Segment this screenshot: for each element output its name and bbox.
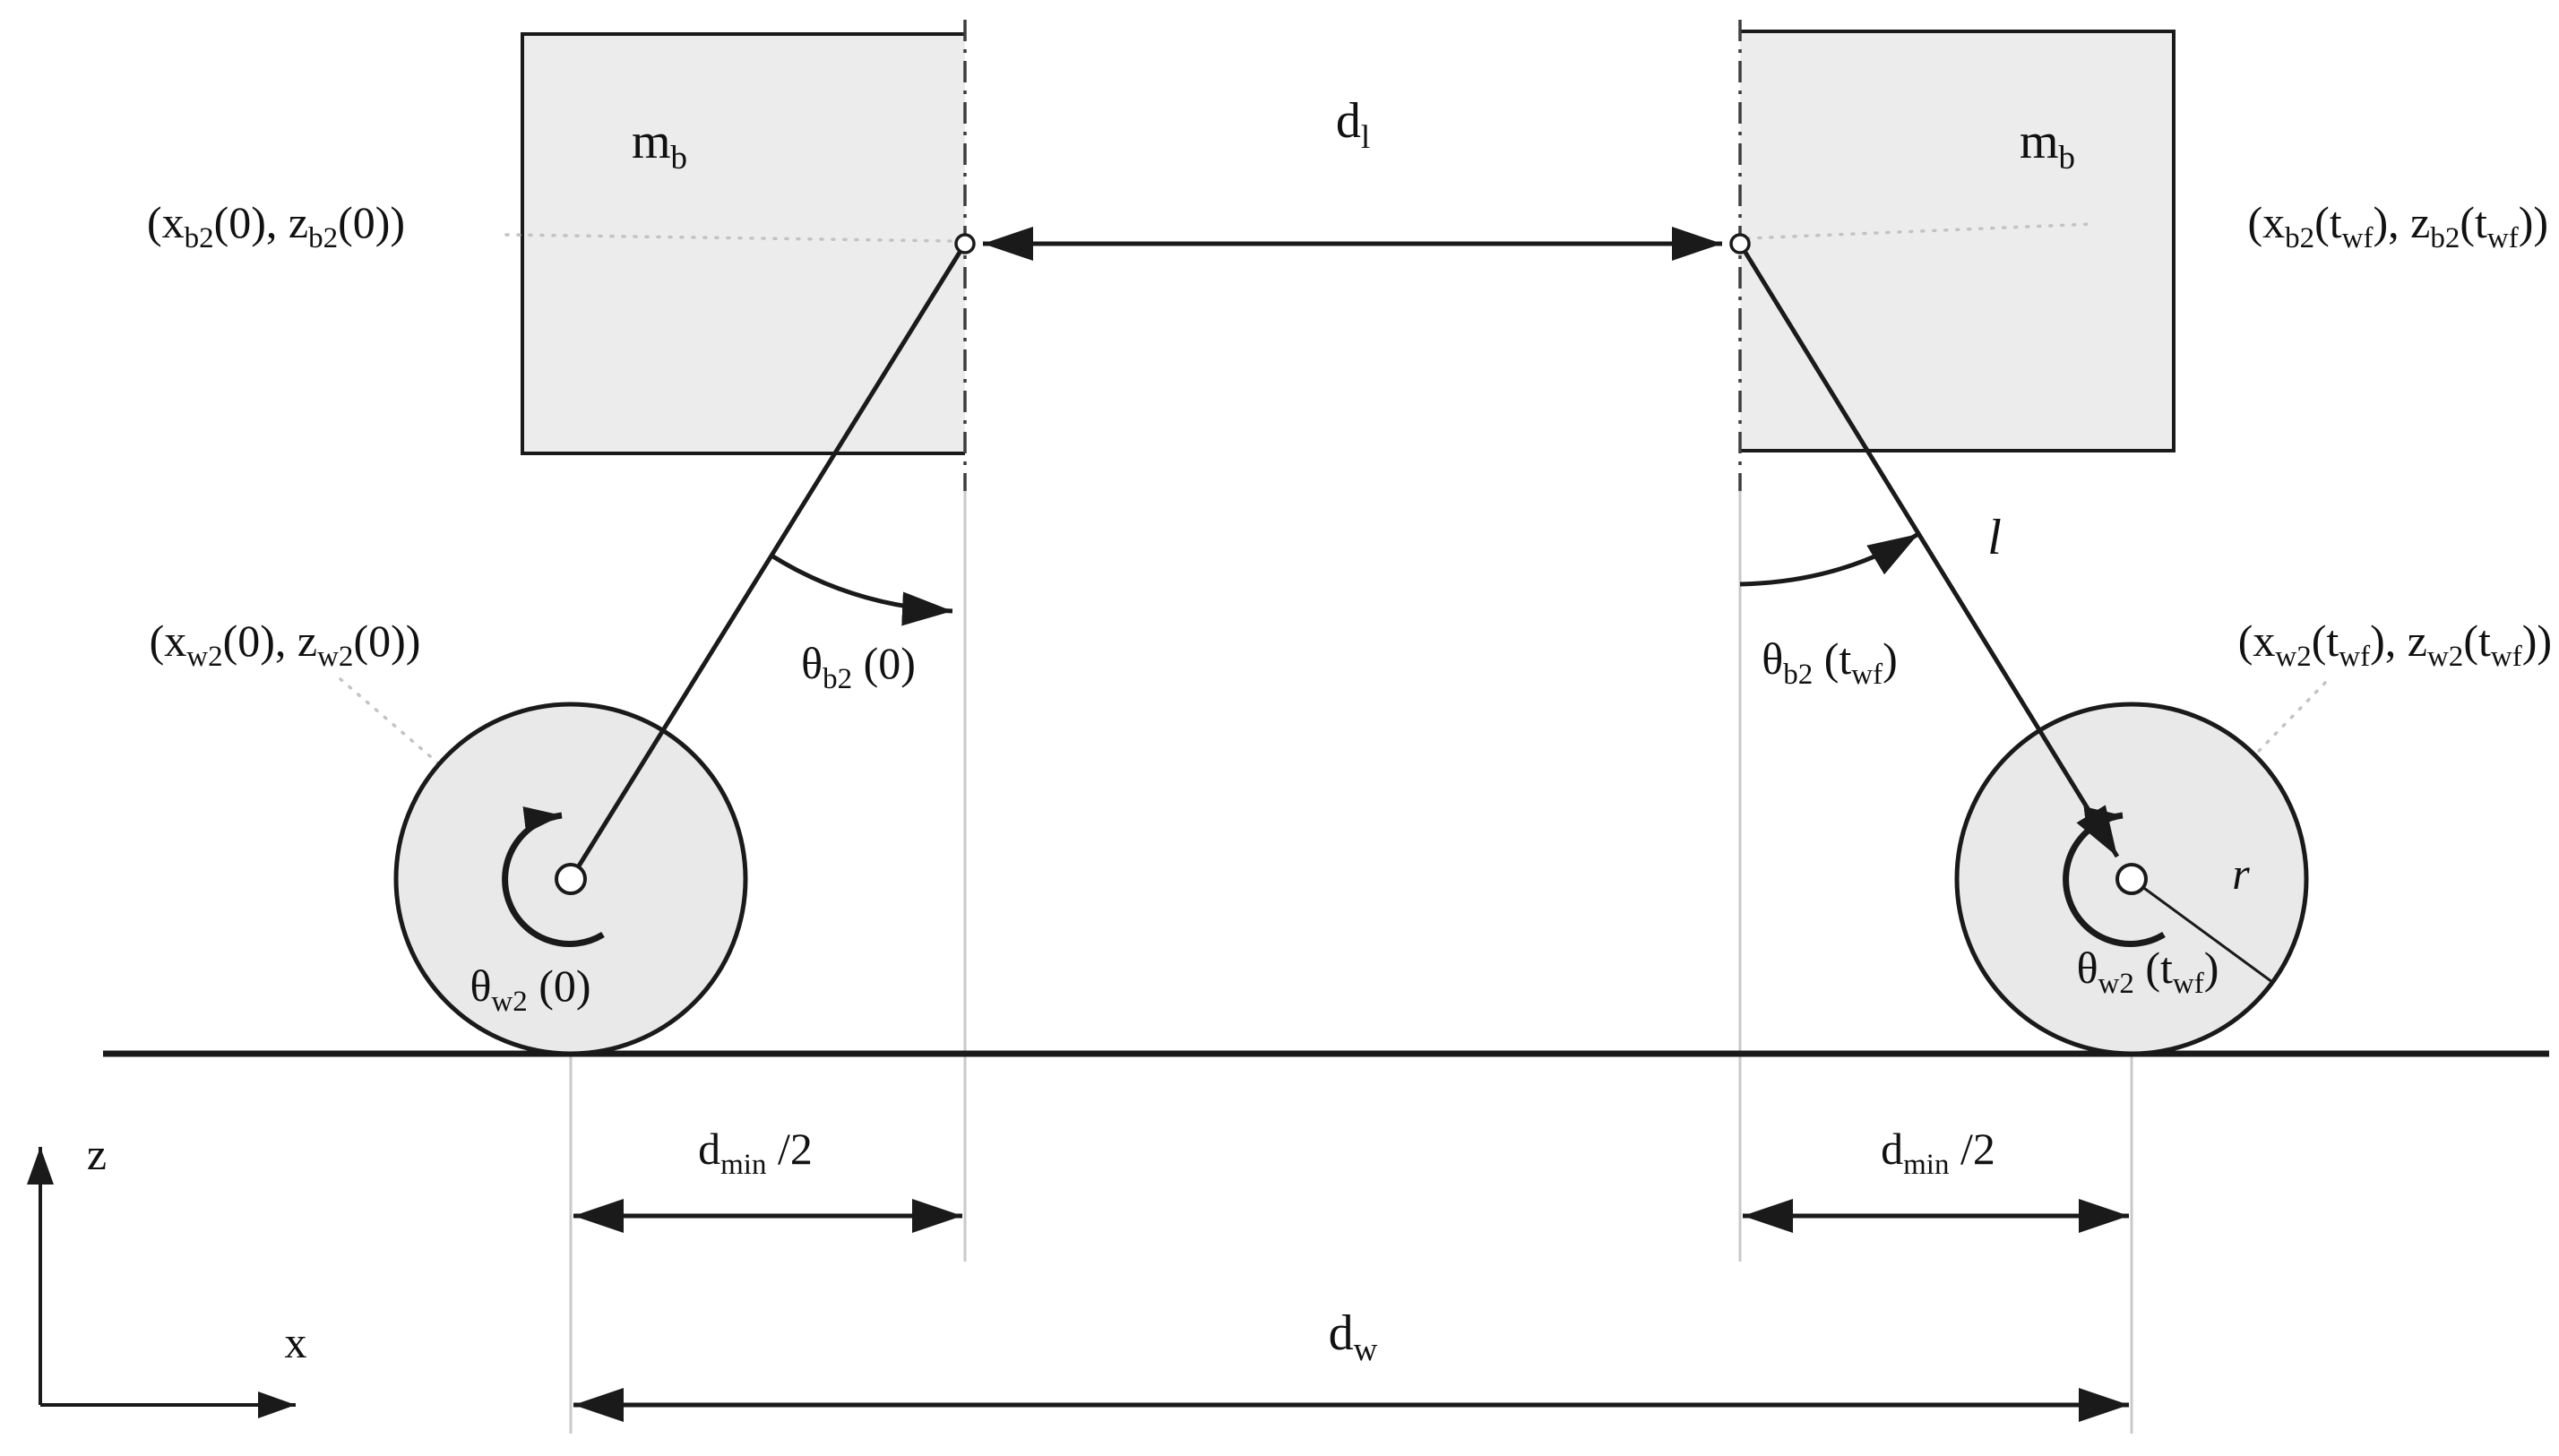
link-distance-label: dl (1335, 92, 1370, 153)
label-sub: wf (2172, 968, 2204, 1000)
label-sub: min (720, 1149, 767, 1181)
label-part: ) (2203, 943, 2219, 993)
body-mass-left-label: mb (631, 113, 687, 174)
label-part: (0) (527, 961, 591, 1011)
label-sub: w2 (2275, 641, 2312, 673)
wheel-rotation-arrow-left (502, 806, 605, 947)
label-part: (t (2463, 616, 2491, 666)
label-sub: w2 (2098, 968, 2134, 1000)
label-part: (0)) (338, 197, 406, 247)
leader-body-initial (504, 233, 953, 243)
label-sub: b (2058, 139, 2076, 177)
label-sub: w2 (491, 986, 528, 1018)
wheel-radius-label: r (2232, 848, 2249, 900)
label-part: ) (1883, 633, 1898, 684)
label-part: (0) (852, 638, 916, 688)
label-part: (x (2247, 197, 2286, 247)
label-sub: b2 (2430, 222, 2460, 254)
label-part: (t (2314, 197, 2342, 247)
label-part: (0), z (222, 616, 318, 666)
label-part: (x (2237, 616, 2276, 666)
axis-z-label: z (87, 1128, 107, 1180)
label-sub: b (670, 139, 688, 177)
body-angle-arc-left (770, 553, 953, 626)
body-position-final-label: (xb2(twf), zb2(twf)) (2247, 196, 2548, 254)
left-pendulum-rod (568, 242, 968, 881)
label-sub: l (1360, 118, 1371, 156)
label-sub: b2 (184, 222, 214, 254)
body-angle-arc-right (1739, 531, 1920, 587)
body-angle-final-label: θb2 (twf) (1762, 633, 1898, 690)
label-part: z (86, 1129, 108, 1179)
label-sub: w (1353, 1331, 1378, 1368)
label-part: ), z (2373, 197, 2431, 247)
label-part: (t (2133, 943, 2173, 993)
body-angle-initial-label: θb2 (0) (801, 637, 916, 694)
label-part: d (1328, 1305, 1354, 1361)
label-part: )) (2521, 616, 2552, 666)
label-sub: wf (2341, 222, 2374, 254)
label-sub: min (1903, 1149, 1950, 1181)
label-sub: w2 (186, 641, 223, 673)
link-length-label: l (1987, 509, 2002, 566)
wheel-angle-initial-label: θw2 (0) (470, 960, 591, 1017)
label-part: ), z (2370, 616, 2427, 666)
body-position-initial-label: (xb2(0), zb2(0)) (146, 196, 406, 254)
label-part: d (698, 1124, 721, 1174)
label-sub: w2 (2426, 641, 2464, 673)
label-sub: b2 (1783, 659, 1814, 691)
pivot-marker-left (954, 233, 976, 254)
axis-x-label: x (285, 1316, 307, 1368)
label-part: /2 (766, 1124, 813, 1174)
min-distance-left-label: dmin /2 (698, 1123, 813, 1180)
label-part: (x (146, 197, 185, 247)
label-part: /2 (1949, 1124, 1995, 1174)
body-mass-right-label: mb (2019, 113, 2075, 174)
left-body-rect (521, 32, 965, 455)
wheel-radius-line (2131, 877, 2273, 984)
label-part: )) (2518, 197, 2548, 247)
leader-wheel-initial (339, 677, 561, 869)
label-part: r (2232, 849, 2250, 899)
right-pendulum-rod (1737, 242, 2120, 858)
label-part: θ (470, 961, 492, 1011)
label-part: d (1335, 93, 1361, 149)
label-part: m (2019, 114, 2059, 169)
label-sub: w2 (317, 641, 354, 673)
label-part: (t (2460, 197, 2487, 247)
label-part: m (631, 114, 671, 169)
wheel-position-final-label: (xw2(twf), zw2(twf)) (2237, 615, 2552, 672)
wheel-angle-final-label: θw2 (twf) (2076, 942, 2219, 999)
label-sub: wf (1851, 659, 1883, 691)
pivot-marker-right (1729, 233, 1751, 254)
wheel-hub-left (555, 863, 587, 895)
label-part: (t (2311, 616, 2339, 666)
label-sub: wf (2490, 641, 2522, 673)
label-part: (0)) (353, 616, 421, 666)
label-sub: b2 (308, 222, 339, 254)
label-part: x (284, 1317, 307, 1367)
wheel-distance-label: dw (1328, 1305, 1378, 1366)
label-part: θ (1762, 633, 1784, 684)
label-part: (0), z (213, 197, 309, 247)
min-distance-right-label: dmin /2 (1881, 1123, 1995, 1180)
label-part: (x (149, 616, 187, 666)
label-sub: b2 (823, 663, 853, 695)
label-part: θ (801, 638, 823, 688)
wheel-position-initial-label: (xw2(0), zw2(0)) (149, 615, 421, 672)
label-sub: wf (2339, 641, 2371, 673)
leader-body-final (1745, 222, 2094, 240)
wheel-rotation-arrow-right (2063, 806, 2166, 947)
right-body-rect (1740, 30, 2176, 452)
label-part: d (1881, 1124, 1904, 1174)
label-sub: wf (2486, 222, 2519, 254)
label-sub: b2 (2285, 222, 2315, 254)
wheel-hub-right (2115, 863, 2148, 895)
label-part: (t (1813, 633, 1852, 684)
label-part: θ (2076, 943, 2098, 993)
label-part: l (1987, 510, 2002, 565)
